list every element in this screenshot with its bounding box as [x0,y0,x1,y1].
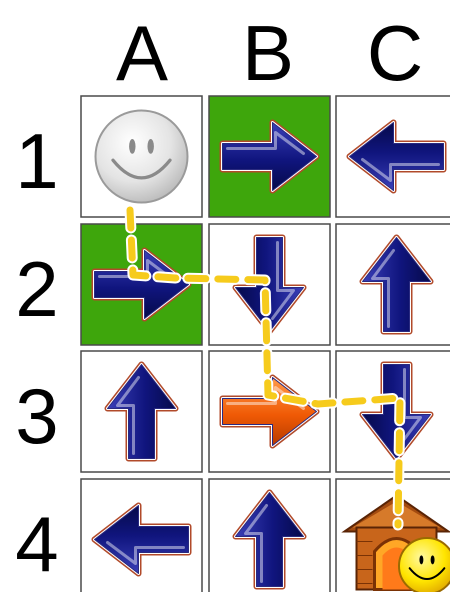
row-label-2: 2 [15,245,58,333]
row-labels: 1 2 3 4 [15,117,58,588]
column-label-b: B [242,9,294,97]
column-label-c: C [367,9,423,97]
cell-b1[interactable] [209,96,330,217]
yellow-smiley-icon [399,538,450,592]
row-label-4: 4 [15,500,58,588]
gray-smiley-icon [96,111,188,203]
row-label-3: 3 [15,372,58,460]
cell-b4[interactable] [209,479,330,592]
cell-a2[interactable] [81,224,202,345]
cell-c3[interactable] [336,351,450,472]
cell-a1[interactable] [81,96,202,217]
cell-c1[interactable] [336,96,450,217]
overlay-layer [399,538,450,592]
cell-a3[interactable] [81,351,202,472]
cell-c2[interactable] [336,224,450,345]
column-label-a: A [116,9,168,97]
row-label-1: 1 [15,117,58,205]
cell-a4[interactable] [81,479,202,592]
